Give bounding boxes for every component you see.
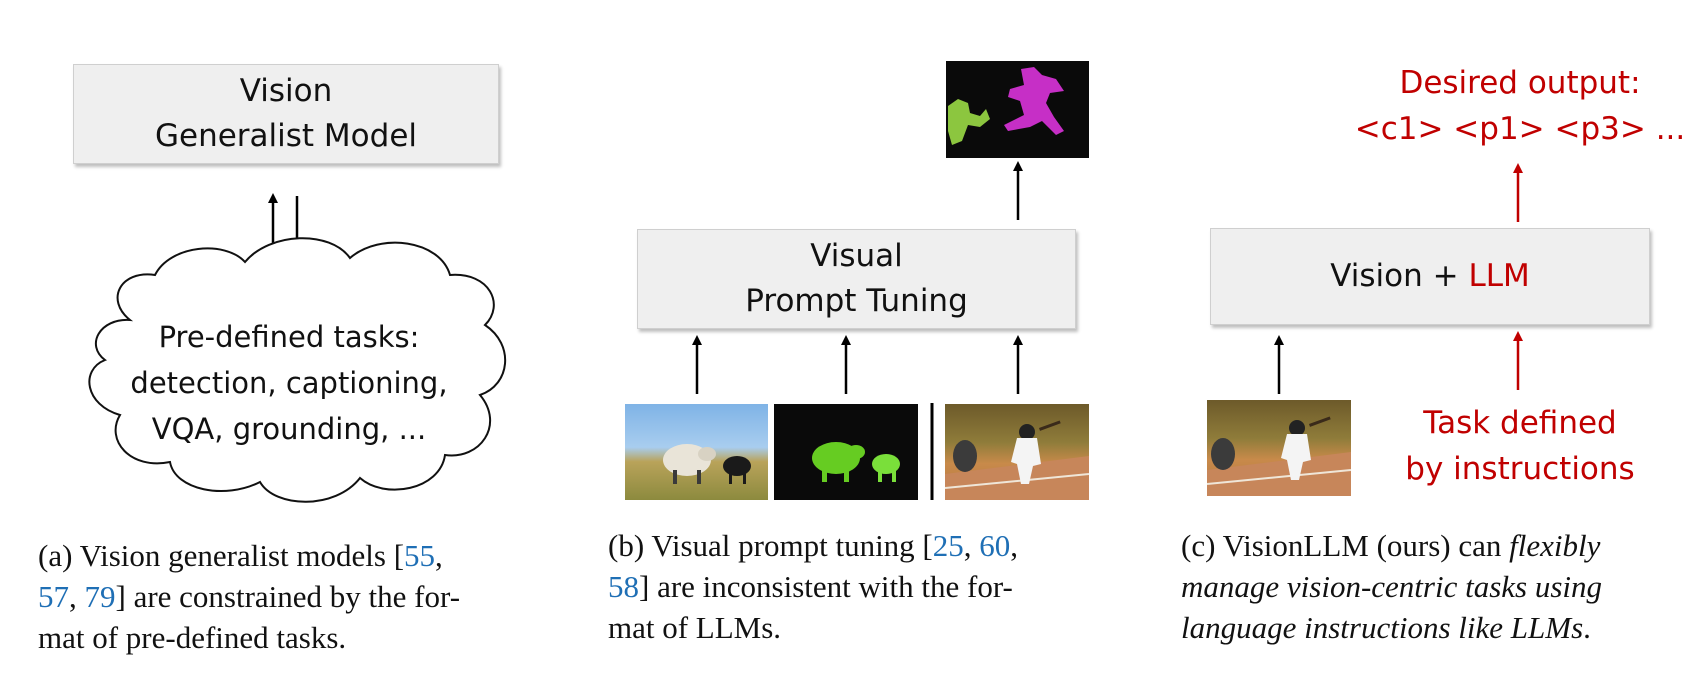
desired-output-line1: Desired output: <box>1399 65 1641 101</box>
caption-b-line2: 58] are inconsistent with the for- <box>608 569 1013 604</box>
box-a-line1: Vision <box>239 73 333 109</box>
cite-58[interactable]: 58 <box>608 569 639 604</box>
cloud-text: Pre-defined tasks: detection, captioning… <box>88 314 490 452</box>
caption-a: (a) Vision generalist models [55, 57, 79… <box>38 535 558 658</box>
caption-b-line1: (b) Visual prompt tuning [25, 60, <box>608 528 1019 563</box>
box-a-line2: Generalist Model <box>154 118 418 154</box>
cloud-line2: detection, captioning, <box>130 366 448 400</box>
caption-c: (c) VisionLLM (ours) can flexibly manage… <box>1181 525 1701 648</box>
caption-b-line3: mat of LLMs. <box>608 610 782 645</box>
caption-a-line3: mat of pre-defined tasks. <box>38 620 347 655</box>
caption-b: (b) Visual prompt tuning [25, 60, 58] ar… <box>608 525 1108 648</box>
task-defined-text: Task defined by instructions <box>1380 400 1660 492</box>
caption-c-line3: language instructions like LLMs. <box>1181 610 1591 645</box>
caption-c-line2: manage vision-centric tasks using <box>1181 569 1603 604</box>
desired-output-line2: <c1> <p1> <p3> ... <box>1354 111 1686 147</box>
sheep-mask-image <box>774 404 918 500</box>
box-c-llm: LLM <box>1468 258 1530 294</box>
box-b-line1: Visual <box>810 238 903 274</box>
cite-79[interactable]: 79 <box>84 579 116 614</box>
caption-a-line1: (a) Vision generalist models [55, <box>38 538 443 573</box>
cite-60[interactable]: 60 <box>979 528 1011 563</box>
caption-a-line2: 57, 79] are constrained by the for- <box>38 579 461 614</box>
visual-prompt-tuning-box: Visual Prompt Tuning <box>637 229 1076 329</box>
task-line2: by instructions <box>1405 451 1635 487</box>
cite-55[interactable]: 55 <box>404 538 436 573</box>
baseball-image-c <box>1207 400 1351 496</box>
vision-generalist-model-box: Vision Generalist Model <box>73 64 499 164</box>
cite-57[interactable]: 57 <box>38 579 69 614</box>
box-c-label: Vision + LLM <box>1330 254 1530 299</box>
cloud-line3: VQA, grounding, ... <box>151 412 427 446</box>
task-line1: Task defined <box>1423 405 1617 441</box>
box-c-prefix: Vision + <box>1330 258 1469 294</box>
cite-25[interactable]: 25 <box>932 528 964 563</box>
desired-output-text: Desired output: <c1> <p1> <p3> ... <box>1310 60 1704 152</box>
baseball-image-b <box>945 404 1089 500</box>
cloud-shape <box>88 237 507 503</box>
cloud-line1: Pre-defined tasks: <box>158 320 420 354</box>
output-mask-image <box>946 61 1089 158</box>
caption-c-line1: (c) VisionLLM (ours) can flexibly <box>1181 528 1601 563</box>
box-b-line2: Prompt Tuning <box>745 283 968 319</box>
vision-llm-box: Vision + LLM <box>1210 228 1650 325</box>
sheep-image <box>625 404 768 500</box>
